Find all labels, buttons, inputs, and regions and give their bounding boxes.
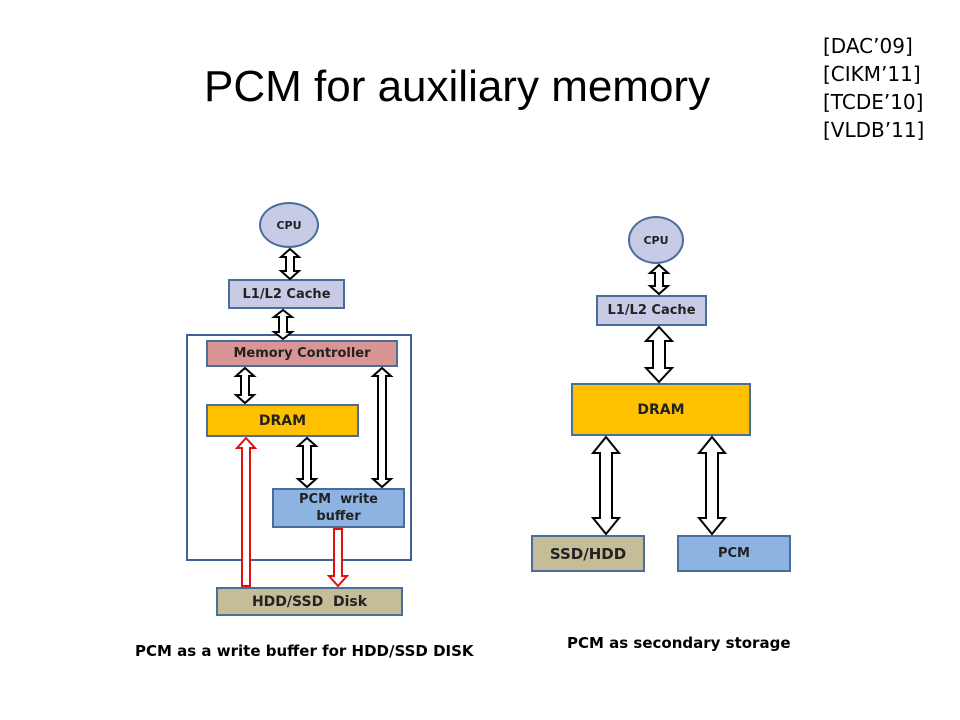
reference-item: [DAC’09] xyxy=(823,34,913,58)
right-cpu-node: CPU xyxy=(628,216,684,264)
left-dram-box: DRAM xyxy=(206,404,359,437)
reference-item: [CIKM’11] xyxy=(823,62,921,86)
arrow-right-cpu-cache xyxy=(647,263,671,296)
arrow-red-pcm-to-disk xyxy=(326,528,350,588)
pcm-write-buffer-label-line2: buffer xyxy=(316,509,361,524)
right-cpu-label: CPU xyxy=(643,233,669,247)
memory-controller-box: Memory Controller xyxy=(206,340,398,367)
left-cpu-label: CPU xyxy=(276,218,302,232)
hdd-ssd-disk-box: HDD/SSD Disk xyxy=(216,587,403,616)
arrow-right-dram-ssd xyxy=(590,435,622,536)
ssd-hdd-box: SSD/HDD xyxy=(531,535,645,572)
right-cache-label: L1/L2 Cache xyxy=(607,303,696,318)
hdd-ssd-disk-label: HDD/SSD Disk xyxy=(251,593,368,610)
right-diagram-caption: PCM as secondary storage xyxy=(567,634,791,652)
arrow-left-dram-pcm xyxy=(295,436,319,489)
arrow-left-cache-mc xyxy=(271,308,295,341)
pcm-write-buffer-label-line1: PCM write xyxy=(299,492,378,507)
right-dram-box: DRAM xyxy=(571,383,751,436)
references-list: [DAC’09] [CIKM’11] [TCDE’10] [VLDB’11] xyxy=(823,32,924,144)
memory-subsystem-frame xyxy=(186,334,412,561)
left-cache-label: L1/L2 Cache xyxy=(242,286,331,302)
pcm-storage-label: PCM xyxy=(717,546,750,561)
page-title: PCM for auxiliary memory xyxy=(204,62,711,111)
left-diagram-caption: PCM as a write buffer for HDD/SSD DISK xyxy=(135,642,474,660)
memory-controller-label: Memory Controller xyxy=(233,346,371,361)
right-dram-label: DRAM xyxy=(637,401,685,418)
arrow-red-disk-to-dram xyxy=(234,436,258,587)
left-cpu-node: CPU xyxy=(259,202,319,248)
ssd-hdd-label: SSD/HDD xyxy=(549,544,627,563)
arrow-left-mc-dram xyxy=(233,366,257,405)
arrow-left-mc-pcm xyxy=(370,366,394,489)
reference-item: [VLDB’11] xyxy=(823,118,925,142)
left-dram-label: DRAM xyxy=(258,412,307,429)
arrow-right-cache-dram xyxy=(643,325,675,384)
reference-item: [TCDE’10] xyxy=(823,90,924,114)
arrow-right-dram-pcm xyxy=(696,435,728,536)
pcm-storage-box: PCM xyxy=(677,535,791,572)
left-cache-box: L1/L2 Cache xyxy=(228,279,345,309)
right-cache-box: L1/L2 Cache xyxy=(596,295,707,326)
pcm-write-buffer-box: PCM write buffer xyxy=(272,488,405,528)
arrow-left-cpu-cache xyxy=(278,247,302,281)
